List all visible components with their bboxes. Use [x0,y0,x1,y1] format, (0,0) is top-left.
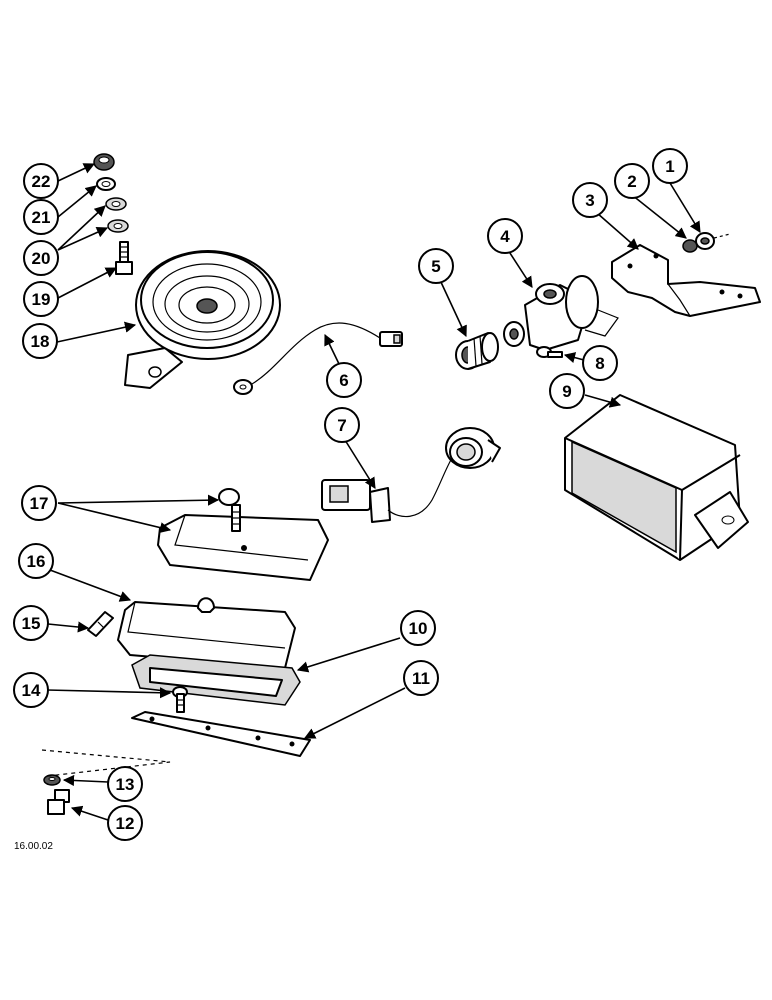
part-13-washer [43,774,61,786]
svg-text:22: 22 [32,172,51,191]
svg-text:3: 3 [585,191,594,210]
part-2-washer [682,239,698,253]
part-9-box [564,394,749,561]
figure-reference: 16.00.02 [14,841,53,852]
svg-text:9: 9 [562,382,571,401]
callout-10: 10 [400,610,436,646]
svg-text:17: 17 [30,494,49,513]
callout-4: 4 [487,218,523,254]
svg-text:19: 19 [32,290,51,309]
callout-21: 21 [23,199,59,235]
callout-7: 7 [324,407,360,443]
leader-lines [46,163,701,821]
svg-text:10: 10 [409,619,428,638]
part-3-bracket [611,244,761,317]
callout-6: 6 [326,362,362,398]
callout-13: 13 [107,766,143,802]
part-14-screw [172,686,188,713]
svg-text:1: 1 [665,157,674,176]
svg-text:21: 21 [32,208,51,227]
part-8-screw [536,346,563,358]
svg-text:13: 13 [116,775,135,794]
svg-text:4: 4 [500,227,510,246]
part-19-bolt [115,241,133,275]
part-1-nut [695,232,731,250]
svg-text:5: 5 [431,257,440,276]
callout-22: 22 [23,163,59,199]
assembly-line [41,749,171,777]
part-10-gasket [131,654,301,706]
part-6-cable [233,322,403,395]
callout-1: 1 [652,148,688,184]
callout-8: 8 [582,345,618,381]
callout-5: 5 [418,248,454,284]
svg-text:18: 18 [31,332,50,351]
part-18-horn [124,250,281,389]
callout-16: 16 [18,543,54,579]
svg-text:2: 2 [627,172,636,191]
svg-text:6: 6 [339,371,348,390]
svg-text:8: 8 [595,354,604,373]
part-12-bolt [47,789,70,815]
part-22-nut [93,153,115,171]
svg-text:14: 14 [22,681,41,700]
part-21-lock-washer [96,177,116,191]
svg-text:7: 7 [337,416,346,435]
svg-text:20: 20 [32,249,51,268]
callout-2: 2 [614,163,650,199]
callout-19: 19 [23,281,59,317]
svg-text:11: 11 [412,669,430,688]
callout-15: 15 [13,605,49,641]
callout-9: 9 [549,373,585,409]
callout-20: 20 [23,240,59,276]
callout-12: 12 [107,805,143,841]
callout-14: 14 [13,672,49,708]
part-20-washers [105,197,129,233]
part-17-lens [157,488,329,581]
part-7-lamp [321,427,501,523]
callout-17: 17 [21,485,57,521]
svg-text:15: 15 [22,614,41,633]
part-4-switch [503,275,619,351]
callout-18: 18 [22,323,58,359]
part-11-strip [131,711,311,757]
callout-11: 11 [403,660,439,696]
part-15-bulb [87,611,114,637]
part-16-housing [117,597,296,669]
callout-3: 3 [572,182,608,218]
part-5-socket [455,332,499,370]
svg-text:12: 12 [116,814,135,833]
svg-text:16: 16 [27,552,46,571]
